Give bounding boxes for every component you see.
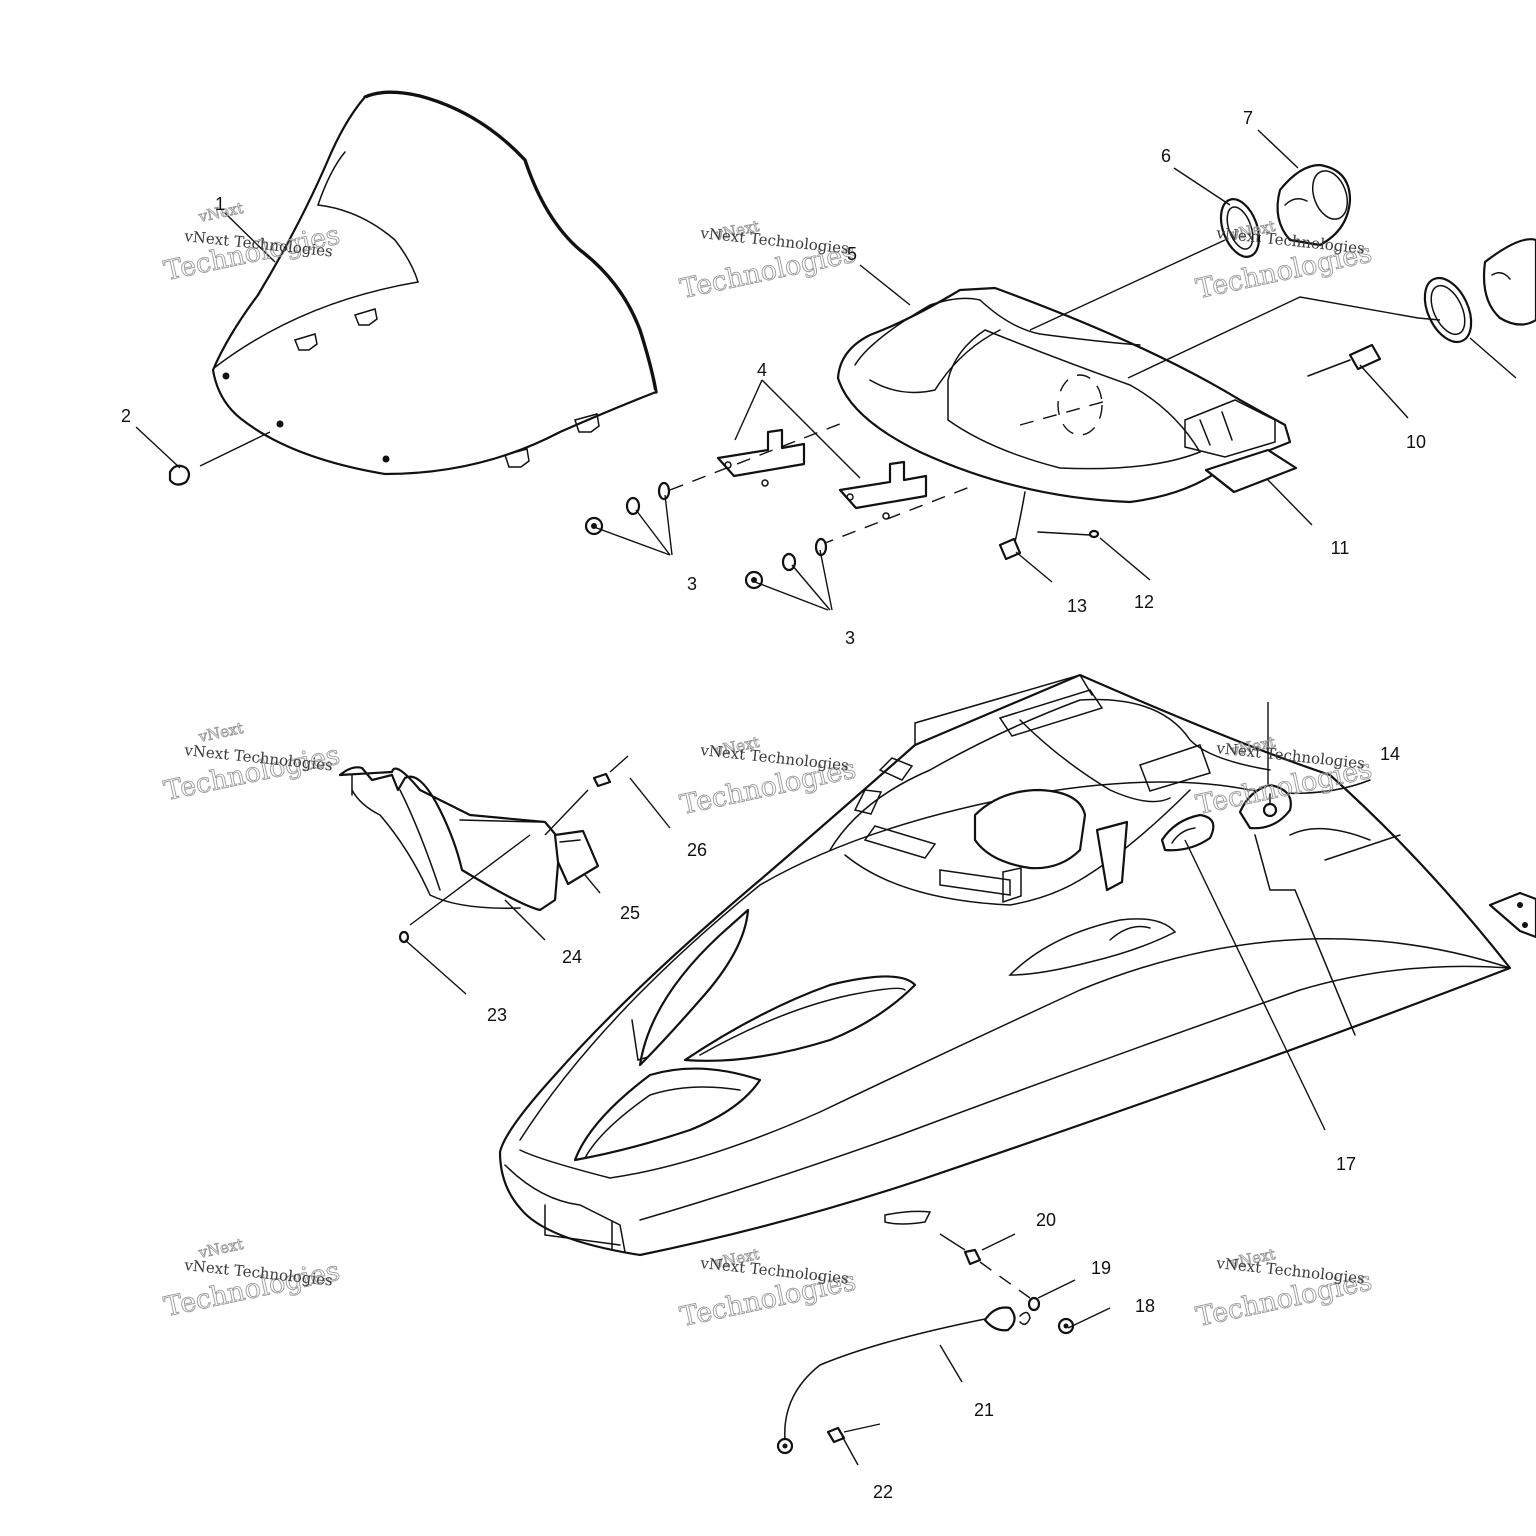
hardware-set-upper xyxy=(584,481,671,536)
gauge-cables xyxy=(1029,239,1441,379)
callout-18: 18 xyxy=(1135,1296,1155,1316)
callout-20: 20 xyxy=(1036,1210,1056,1230)
console-foam-pad xyxy=(1204,448,1298,494)
callout-12: 12 xyxy=(1134,592,1154,612)
clip-26 xyxy=(592,755,629,788)
retainer-20 xyxy=(939,1233,1031,1299)
callout-3-lower: 3 xyxy=(845,628,855,648)
watermark-line2: vNext Technologies xyxy=(699,224,850,258)
callout-25: 25 xyxy=(620,903,640,923)
callout-2: 2 xyxy=(121,406,131,426)
callout-11: 11 xyxy=(1331,538,1350,558)
harness-13 xyxy=(998,491,1026,561)
switch-assembly xyxy=(1307,343,1382,377)
leader-lines xyxy=(135,129,1517,1466)
callout-10: 10 xyxy=(1406,432,1426,452)
callout-19: 19 xyxy=(1091,1258,1111,1278)
callout-22: 22 xyxy=(873,1482,893,1502)
callout-24: 24 xyxy=(562,947,582,967)
callout-14: 14 xyxy=(1380,744,1400,764)
plug-22 xyxy=(826,1423,881,1444)
callout-17: 17 xyxy=(1336,1154,1356,1174)
callout-1: 1 xyxy=(215,194,225,214)
callout-labels: 1 2 3 3 4 5 6 7 10 11 12 13 14 17 18 19 … xyxy=(121,108,1426,1502)
tachometer-gauge xyxy=(1482,238,1536,326)
harness-12 xyxy=(1037,529,1100,539)
callout-23: 23 xyxy=(487,1005,507,1025)
hardware-set-lower xyxy=(744,537,828,590)
tether-cable-21 xyxy=(776,1306,1031,1455)
hood-body xyxy=(498,673,1536,1257)
callout-26: 26 xyxy=(687,840,707,860)
callout-7: 7 xyxy=(1243,108,1253,128)
gauge-ring xyxy=(1219,198,1261,258)
callout-6: 6 xyxy=(1161,146,1171,166)
rivet-23 xyxy=(398,789,589,944)
callout-13: 13 xyxy=(1067,596,1087,616)
callout-21: 21 xyxy=(974,1400,994,1420)
foam-block-25 xyxy=(553,829,600,886)
callout-5: 5 xyxy=(847,244,857,264)
windshield-screw xyxy=(168,431,271,486)
instrument-console xyxy=(836,286,1292,504)
speedometer-gauge xyxy=(1276,163,1352,247)
callout-3-upper: 3 xyxy=(687,574,697,594)
headlight-bracket-24 xyxy=(338,766,562,912)
windshield xyxy=(211,90,658,476)
washer-19 xyxy=(1027,1296,1041,1312)
callout-4: 4 xyxy=(757,360,767,380)
tachometer-ring xyxy=(1423,276,1473,344)
